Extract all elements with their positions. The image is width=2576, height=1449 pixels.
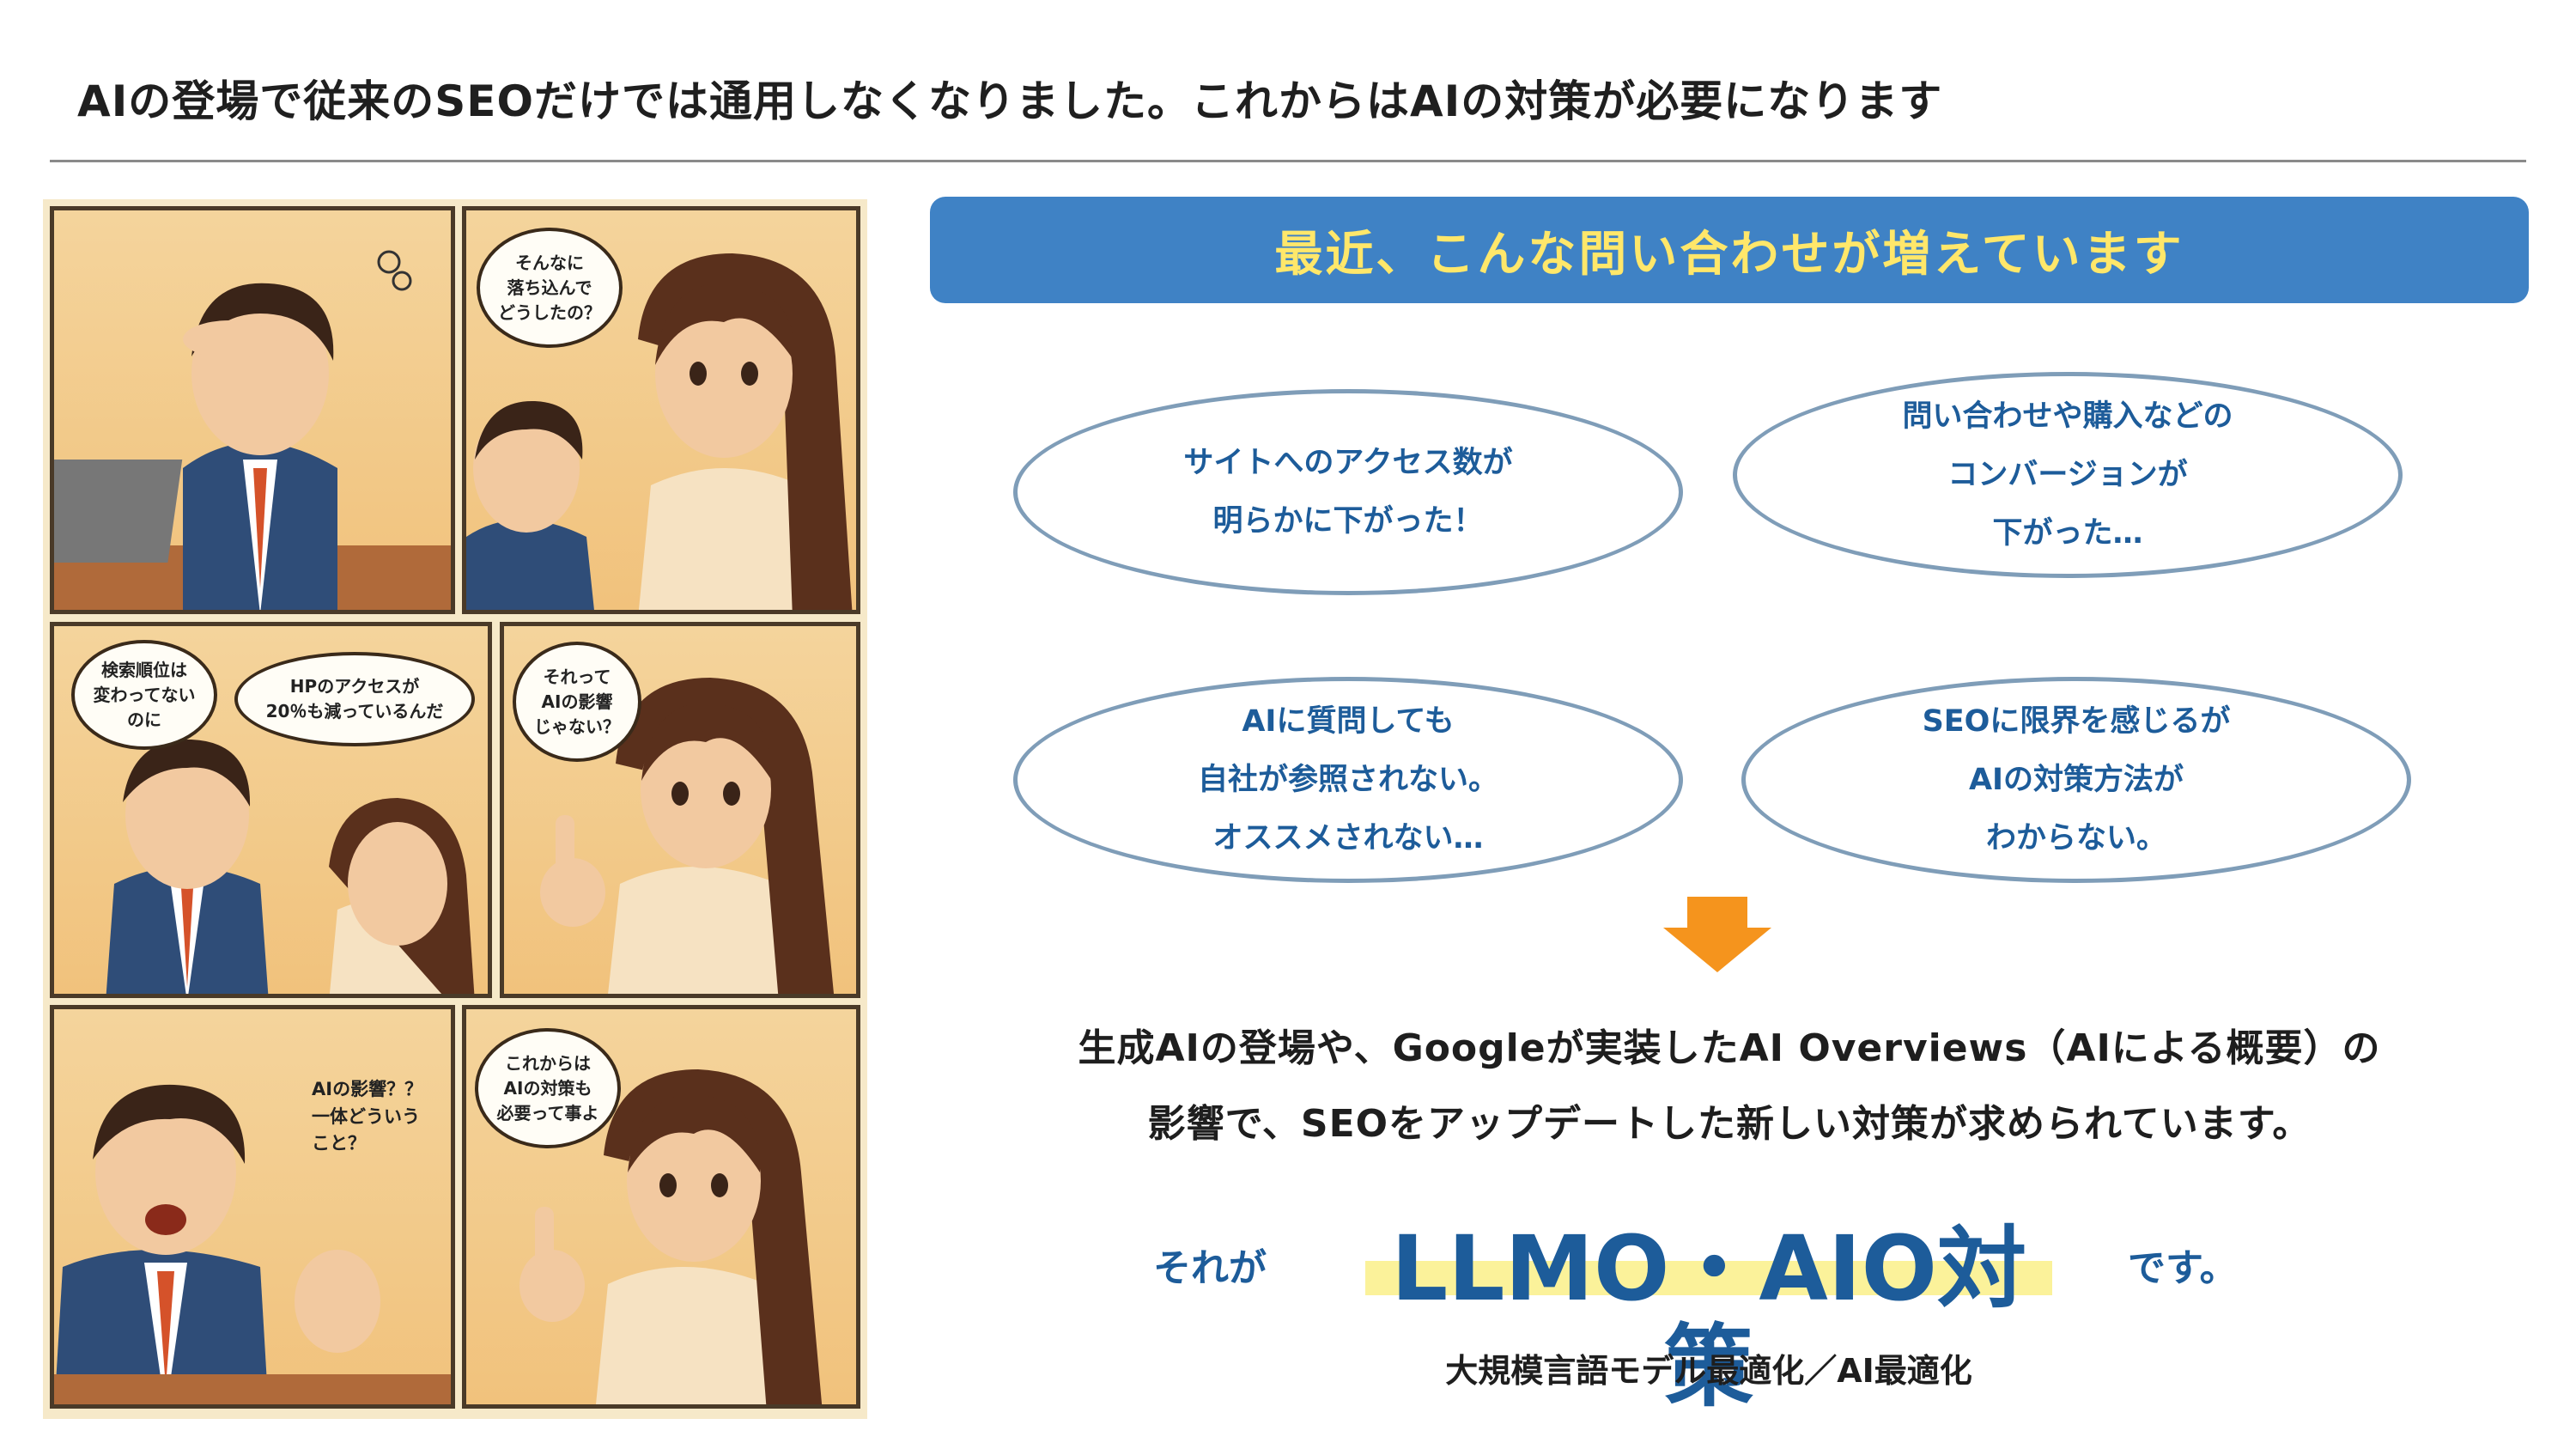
llmo-aio-title: LLMO・AIO対策	[1390, 1216, 2027, 1420]
llmo-aio-subtitle: 大規模言語モデル最適化／AI最適化	[1445, 1352, 1972, 1390]
comic-panel-2: そんなに 落ち込んで どうしたの？	[462, 206, 860, 614]
speech-bubble: 検索順位は 変わってない のに	[71, 640, 217, 750]
explanation-line-1: 生成AIの登場や、Googleが実装したAI Overviews（AIによる概要…	[1078, 1026, 2381, 1070]
thought-text: AIの影響？？ 一体どういう こと？	[312, 1079, 423, 1154]
speech-bubble: HPのアクセスが 20％も減っているんだ	[234, 652, 475, 746]
woman-advising-illustration	[519, 1069, 823, 1404]
comic-illustration: そんなに 落ち込んで どうしたの？ 検索順位は 変わってない のに HPのアクセ…	[43, 199, 867, 1419]
man-explaining-illustration	[106, 739, 475, 994]
title-divider	[50, 160, 2526, 162]
page-title: AIの登場で従来のSEOだけでは通用しなくなりました。これからはAIの対策が必要…	[77, 76, 1943, 126]
down-arrow-icon	[1663, 897, 1771, 972]
concern-ellipse-access-drop: サイトへのアクセス数が 明らかに下がった！	[1013, 389, 1683, 595]
concern-ellipse-not-referenced: AIに質問しても 自社が参照されない。 オススメされない…	[1013, 677, 1683, 883]
highlight-marker	[1365, 1261, 2052, 1295]
speech-bubble: そんなに 落ち込んで どうしたの？	[477, 228, 623, 348]
concern-ellipse-conversion-drop: 問い合わせや購入などの コンバージョンが 下がった…	[1733, 372, 2403, 578]
comic-panel-6: これからは AIの対策も 必要って事よ	[462, 1005, 860, 1409]
explanation-line-2: 影響で、SEOをアップデートした新しい対策が求められています。	[1147, 1102, 2312, 1146]
comic-panel-5: AIの影響？？ 一体どういう こと？	[50, 1005, 455, 1409]
troubled-man-illustration	[54, 250, 451, 610]
woman-pointing-illustration	[540, 678, 835, 994]
concern-ellipse-seo-limit: SEOに限界を感じるが AIの対策方法が わからない。	[1741, 677, 2411, 883]
speech-bubble: それって AIの影響 じゃない？	[513, 642, 641, 762]
comic-panel-1	[50, 206, 455, 614]
conclusion-suffix: です。	[2128, 1246, 2238, 1290]
speech-bubble: これからは AIの対策も 必要って事よ	[475, 1028, 621, 1148]
comic-panel-4: それって AIの影響 じゃない？	[500, 622, 860, 998]
comic-panel-3: 検索順位は 変わってない のに HPのアクセスが 20％も減っているんだ	[50, 622, 492, 998]
inquiry-banner: 最近、こんな問い合わせが増えています	[930, 197, 2529, 303]
woman-and-man-illustration	[466, 253, 853, 610]
conclusion-prefix: それが	[1153, 1246, 1267, 1290]
surprised-man-illustration	[54, 1084, 451, 1404]
